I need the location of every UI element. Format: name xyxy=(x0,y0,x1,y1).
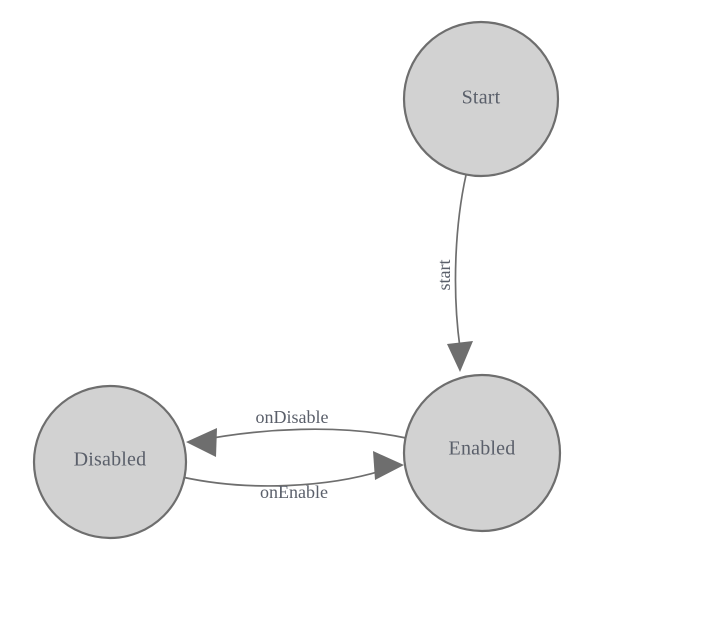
edge-enabled-to-disabled[interactable] xyxy=(186,428,407,457)
arrowhead-disabled-to-enabled xyxy=(373,451,404,480)
node-start-label: Start xyxy=(462,87,501,109)
edge-label-on-disable: onDisable xyxy=(256,407,329,427)
node-enabled[interactable]: Enabled xyxy=(402,373,562,533)
node-disabled-label: Disabled xyxy=(74,449,147,471)
node-start[interactable]: Start xyxy=(402,20,560,178)
edge-path-disabled-to-enabled xyxy=(181,469,385,487)
edge-label-start: start xyxy=(434,260,454,291)
node-enabled-circle xyxy=(402,373,562,533)
arrowhead-start-to-enabled xyxy=(447,341,473,372)
node-disabled[interactable]: Disabled xyxy=(32,384,188,540)
edge-disabled-to-enabled[interactable] xyxy=(181,451,404,487)
node-enabled-label: Enabled xyxy=(449,438,516,460)
arrowhead-enabled-to-disabled xyxy=(186,428,217,457)
edge-path-enabled-to-disabled xyxy=(195,428,407,442)
edge-path-start-to-enabled xyxy=(454,174,467,349)
node-disabled-circle xyxy=(32,384,188,540)
edge-start-to-enabled[interactable] xyxy=(447,174,473,372)
node-start-circle xyxy=(402,20,560,178)
edge-label-on-enable: onEnable xyxy=(260,482,328,502)
